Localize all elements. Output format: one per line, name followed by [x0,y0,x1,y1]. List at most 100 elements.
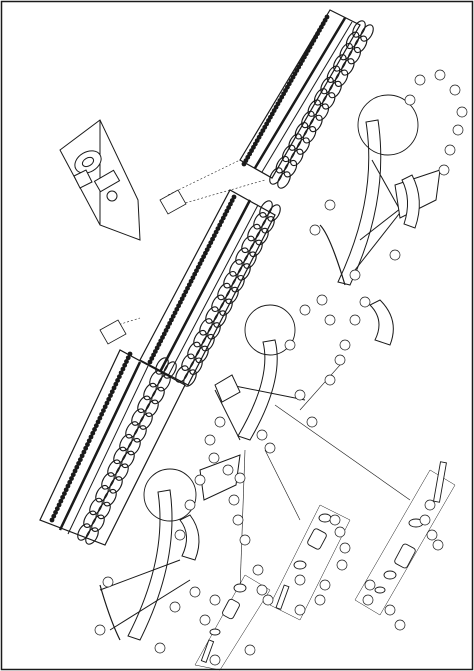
tine-coil [307,99,322,117]
callout-balloon [228,494,240,506]
callout-balloon [434,69,446,81]
hardware-kit-right [354,461,456,616]
tine-coil [91,514,105,532]
tine-tip [58,498,64,504]
mounting-bracket-detail [59,119,141,241]
tine-tip [65,483,71,489]
frame-plates [99,189,187,345]
tine-tip [72,468,78,474]
callout-balloon [336,559,348,571]
tine-tip [63,487,69,493]
tine-tip [101,408,106,413]
tine-coil [189,357,203,375]
tine-tip [111,385,117,391]
tine-coil [157,374,171,392]
tine-tip [85,442,90,447]
tine-coil [334,69,349,87]
tine-tip [60,494,66,500]
tine-coil [313,88,328,106]
callout-balloon [102,576,114,588]
tine-tip [118,370,124,376]
tine-coil [223,270,237,289]
tine-coil [241,235,255,254]
tine-coil [320,76,334,95]
callout-balloon [209,594,221,606]
callout-balloon [169,601,181,613]
tine-tip [49,517,55,523]
tine-coil [139,412,153,430]
callout-balloon [414,74,426,86]
callout-balloon [339,339,351,351]
callout-balloon [349,314,361,326]
tine-coil [267,204,281,222]
tine-coil [213,310,227,328]
tine-coil [83,510,97,528]
tine-coil [288,133,302,151]
tine-coil [225,286,239,305]
callout-balloon [252,564,264,576]
callout-balloon [319,579,331,591]
tine-coil [85,527,99,545]
tine-coil [89,497,103,516]
callout-balloon [284,339,296,351]
assembly-lines [107,159,266,329]
part-callouts [94,69,468,666]
tine-coil [353,35,368,54]
callout-balloon [339,542,351,554]
tine-coil [109,476,123,494]
tine-coil [261,216,275,234]
callout-balloon [222,464,234,476]
tine-coil [341,58,355,76]
tine-tip [324,14,330,20]
callout-balloon [324,374,336,386]
callout-balloon [324,314,336,326]
tine-coil [183,369,197,387]
tine-coil [119,433,133,452]
tine-tip [83,445,89,451]
tine-tip [125,355,131,361]
callout-balloon [426,529,438,541]
tine-coil [243,251,257,269]
callout-balloon [294,604,306,616]
callout-balloon [316,294,328,306]
tine-coil [219,298,233,317]
tine-coil [281,144,296,163]
tine-tip [104,400,110,406]
harrow-section-middle [139,189,276,386]
callout-balloon [256,584,268,596]
tine-tip [124,359,129,364]
tine-coil [249,239,263,258]
tine-coil [275,155,290,174]
tine-tip [90,430,96,436]
tine-tip [77,457,83,463]
tine-tip [99,411,105,417]
callout-balloon [424,499,436,511]
tine-coil [107,459,121,477]
callout-balloon [394,619,406,631]
tine-coil [97,501,111,520]
tine-tip [81,449,87,455]
callout-balloon [154,642,166,654]
callout-balloon [334,526,346,538]
callout-balloon [432,539,444,551]
tine-tip [56,502,62,508]
tine-coil [352,20,366,38]
callout-balloon [232,514,244,526]
tine-tip [74,464,80,470]
tine-tip [231,194,237,200]
tine-coil [255,227,269,246]
tine-coil [133,425,147,443]
callout-balloon [449,84,461,96]
tine-coil-rows [77,20,374,545]
callout-balloon [306,416,318,428]
harrow-section-top [239,9,361,179]
tine-serrations [49,14,330,523]
tine-tip [102,404,108,410]
callout-balloon [234,472,246,484]
tine-coil [237,263,251,281]
tine-tip [116,374,122,380]
callout-balloon [299,304,311,316]
tine-coil [333,54,347,72]
tine-coil [277,171,291,189]
